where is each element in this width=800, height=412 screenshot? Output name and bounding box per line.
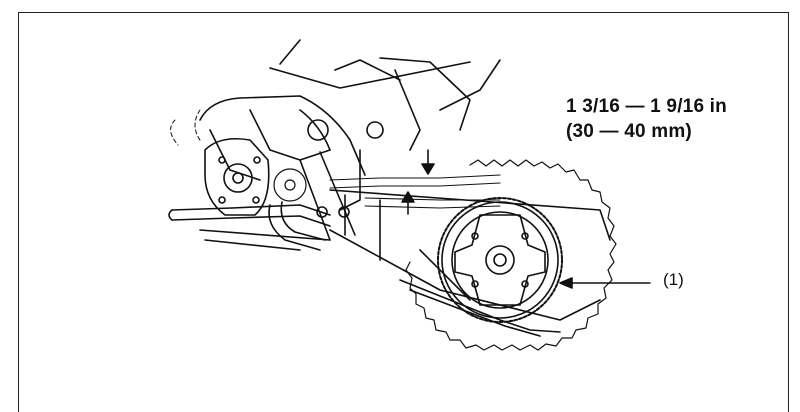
drive-chain-callout-label: (1) bbox=[663, 270, 684, 289]
chain-slack-spec-inches: 1 3/16 — 1 9/16 in bbox=[566, 96, 727, 117]
chain-slack-spec-mm: (30 — 40 mm) bbox=[566, 121, 692, 142]
chain-slider bbox=[399, 279, 561, 337]
drive-chain-upper-run bbox=[329, 174, 501, 209]
rear-tire bbox=[405, 159, 617, 351]
frame-upper-lines bbox=[269, 39, 501, 151]
rear-sprocket bbox=[441, 201, 559, 319]
engine-block bbox=[199, 95, 384, 211]
footpeg-and-frame-tubes bbox=[168, 151, 356, 251]
dashed-guides bbox=[170, 109, 201, 146]
drive-chain-rear-loop bbox=[437, 197, 563, 323]
front-sprocket bbox=[273, 168, 307, 202]
callout-leader bbox=[559, 277, 651, 289]
front-sprocket-cover bbox=[204, 137, 270, 216]
slack-measure-arrows bbox=[401, 149, 435, 215]
figure-frame bbox=[18, 12, 789, 412]
